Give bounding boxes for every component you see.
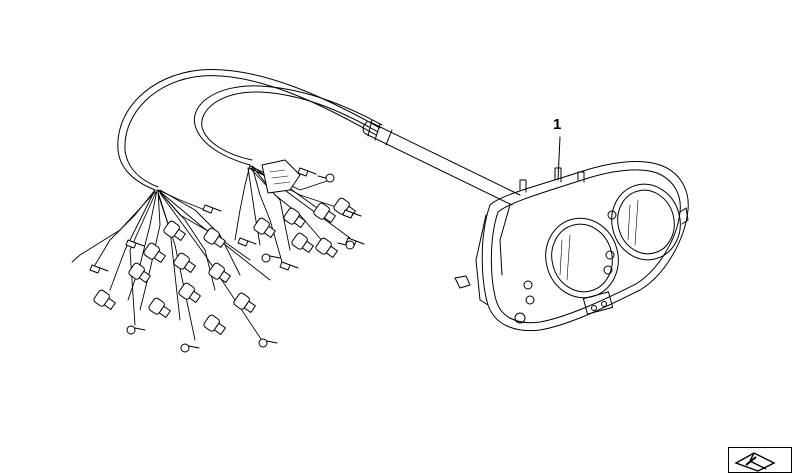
conduit-tube	[362, 119, 521, 206]
connector-terminals	[93, 197, 356, 335]
callout-leader	[557, 136, 561, 181]
multi-pin-connector	[261, 159, 301, 194]
diagram-nav-arrow-icon[interactable]	[728, 447, 792, 473]
callout-label-part-1: 1	[553, 116, 562, 133]
wire-harness-left	[71, 189, 271, 346]
cable-loops	[117, 69, 383, 191]
spade-terminals	[89, 167, 365, 274]
instrument-cluster	[454, 161, 689, 332]
ring-terminals	[126, 173, 355, 353]
